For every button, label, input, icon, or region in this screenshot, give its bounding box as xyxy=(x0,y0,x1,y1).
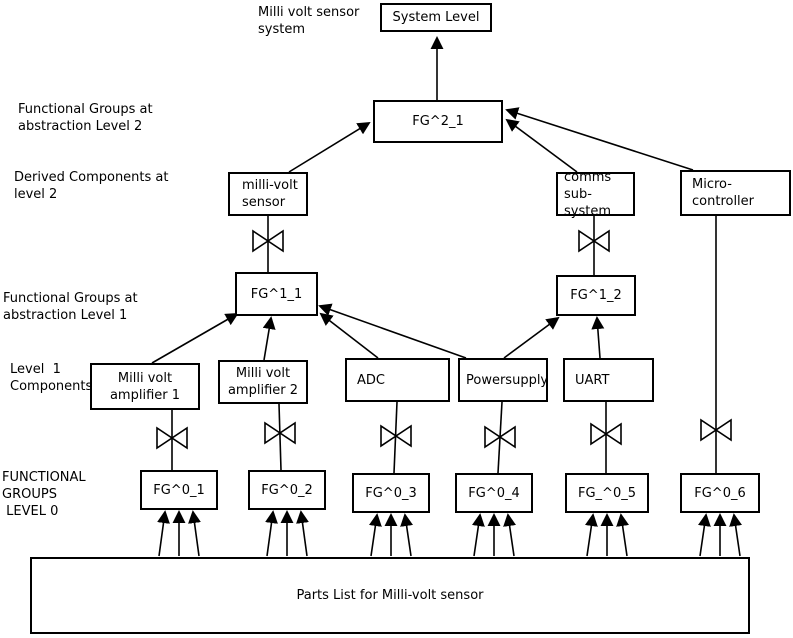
node-fg1-1: FG^1_1 xyxy=(235,272,318,316)
edge-millivolt-to-fg21 xyxy=(288,121,371,173)
edge-parts-fg04-a xyxy=(471,513,485,557)
edge-parts-fg01-c xyxy=(188,510,201,557)
edge-parts-fg05-a xyxy=(584,513,598,557)
caption-level1-components: Level 1 Components xyxy=(10,362,93,394)
node-powersupply: Powersupply xyxy=(458,358,548,402)
node-system-level: System Level xyxy=(380,3,492,32)
edges xyxy=(151,36,743,557)
bowtie-icons xyxy=(156,230,732,449)
node-fg2-1: FG^2_1 xyxy=(373,100,503,143)
edge-amp1-to-fg11 xyxy=(151,313,239,364)
link-adc-fg03 xyxy=(393,401,398,474)
node-fg0-3: FG^0_3 xyxy=(352,473,430,513)
edge-parts-fg03-c xyxy=(400,513,414,557)
node-micro-controller: Micro- controller xyxy=(680,170,791,216)
edge-parts-fg06-a xyxy=(697,513,711,557)
edge-parts-fg02-c xyxy=(296,510,309,557)
edge-parts-fg01-a xyxy=(157,510,170,557)
edge-parts-fg04-c xyxy=(503,513,517,557)
node-fg0-5: FG_^0_5 xyxy=(565,473,649,513)
edge-adc-to-fg11 xyxy=(319,312,379,359)
node-fg0-4: FG^0_4 xyxy=(455,473,533,513)
edge-powersupply-to-fg12 xyxy=(503,316,560,359)
node-adc: ADC xyxy=(345,358,450,402)
node-amplifier-2: Milli volt amplifier 2 xyxy=(218,360,308,404)
edge-parts-fg03-a xyxy=(368,513,382,557)
caption-system: Milli volt sensor system xyxy=(258,5,360,37)
node-fg0-1: FG^0_1 xyxy=(140,470,218,510)
edge-amp2-to-fg11 xyxy=(262,316,276,361)
node-fg0-2: FG^0_2 xyxy=(248,470,326,510)
edge-comms-to-fg21 xyxy=(505,118,578,173)
node-fg0-6: FG^0_6 xyxy=(680,473,760,513)
edge-parts-fg06-c xyxy=(729,513,743,557)
node-uart: UART xyxy=(563,358,654,402)
edge-parts-fg02-a xyxy=(265,510,278,557)
edge-powersupply-to-fg11 xyxy=(318,303,467,359)
caption-fg-level2: Functional Groups at abstraction Level 2 xyxy=(18,102,153,134)
node-comms-subsystem: comms sub-system xyxy=(556,170,635,219)
node-parts-list: Parts List for Milli-volt sensor xyxy=(30,557,750,634)
caption-fg-level1: Functional Groups at abstraction Level 1 xyxy=(3,291,138,323)
node-millivolt-sensor: milli-volt sensor xyxy=(228,172,308,216)
edge-parts-fg05-c xyxy=(616,513,630,557)
edge-uart-to-fg12 xyxy=(591,316,605,359)
caption-fg-level0: FUNCTIONAL GROUPS LEVEL 0 xyxy=(2,470,86,519)
node-amplifier-1: Milli volt amplifier 1 xyxy=(90,363,200,410)
link-amp2-fg02 xyxy=(278,403,282,471)
edge-micro-to-fg21 xyxy=(505,107,694,171)
caption-derived-level2: Derived Components at level 2 xyxy=(14,170,169,202)
node-fg1-2: FG^1_2 xyxy=(556,275,636,316)
